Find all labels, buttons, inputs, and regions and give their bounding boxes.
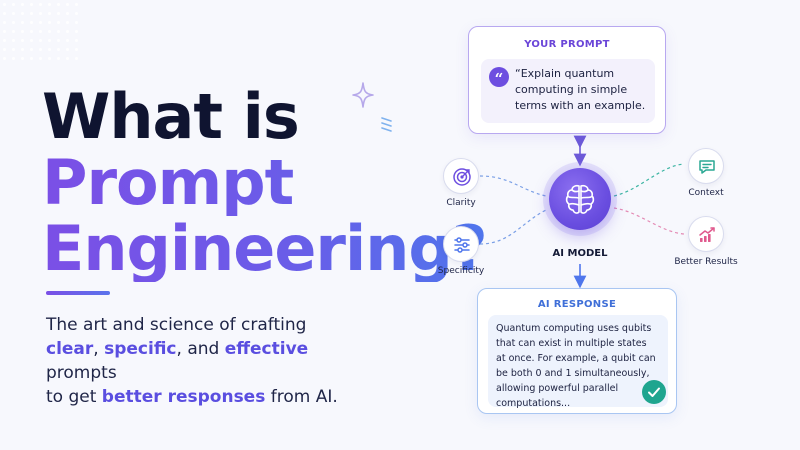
subtitle-text: to get: [46, 387, 102, 407]
specificity-link: [479, 209, 547, 245]
satellite-label-context: Context: [688, 188, 724, 198]
subtitle-highlight-specific: specific: [104, 339, 177, 359]
growth-chart-icon: [699, 227, 715, 242]
dot-grid-decoration: [0, 0, 80, 60]
title-line-2: Prompt: [42, 150, 487, 216]
quote-icon: “: [489, 67, 509, 88]
ai-model-node: [549, 168, 611, 230]
prompt-text: “Explain quantum computing in simple ter…: [515, 67, 646, 112]
results-link: [613, 207, 685, 235]
satellite-label-clarity: Clarity: [446, 198, 476, 208]
clarity-link: [479, 175, 547, 197]
specificity-node: [443, 226, 479, 262]
subtitle-highlight-clear: clear: [46, 339, 94, 359]
subtitle-text: from AI.: [265, 387, 338, 407]
page-title: What is Prompt Engineering?: [42, 80, 488, 285]
response-card-heading: AI RESPONSE: [537, 299, 617, 310]
sparkle-icon: [352, 82, 374, 108]
check-icon: [642, 380, 666, 404]
title-line-3: Engineering?: [42, 212, 488, 285]
chat-icon: [699, 160, 715, 174]
subtitle-text: The art and science of crafting: [46, 315, 307, 335]
ai-model-label: AI MODEL: [552, 248, 608, 259]
subtitle: The art and science of crafting clear, s…: [46, 313, 376, 409]
satellite-label-better-results: Better Results: [674, 257, 738, 267]
subtitle-text: ,: [93, 339, 105, 359]
satellite-label-specificity: Specificity: [437, 266, 485, 276]
prompt-card-body: “ “Explain quantum computing in simple t…: [481, 59, 655, 123]
clarity-node: [443, 158, 479, 194]
title-underline: [46, 291, 110, 295]
prompt-card: YOUR PROMPT “ “Explain quantum computing…: [468, 26, 666, 134]
response-text: Quantum computing uses qubits that can e…: [496, 323, 656, 409]
prompt-card-heading: YOUR PROMPT: [524, 39, 610, 50]
chevrons-icon: [381, 117, 392, 132]
context-link: [613, 163, 685, 197]
subtitle-highlight-effective: effective: [224, 339, 309, 359]
response-card-body: Quantum computing uses qubits that can e…: [488, 315, 668, 409]
title-line-1: What is: [42, 80, 300, 153]
subtitle-text: , and: [176, 339, 225, 359]
target-icon: [453, 168, 471, 186]
context-node: [688, 148, 724, 184]
better-results-node: [688, 216, 724, 252]
subtitle-text: prompts: [46, 363, 117, 383]
sliders-icon: [454, 237, 470, 253]
subtitle-highlight-better-responses: better responses: [101, 387, 266, 407]
brain-icon: [565, 184, 595, 214]
